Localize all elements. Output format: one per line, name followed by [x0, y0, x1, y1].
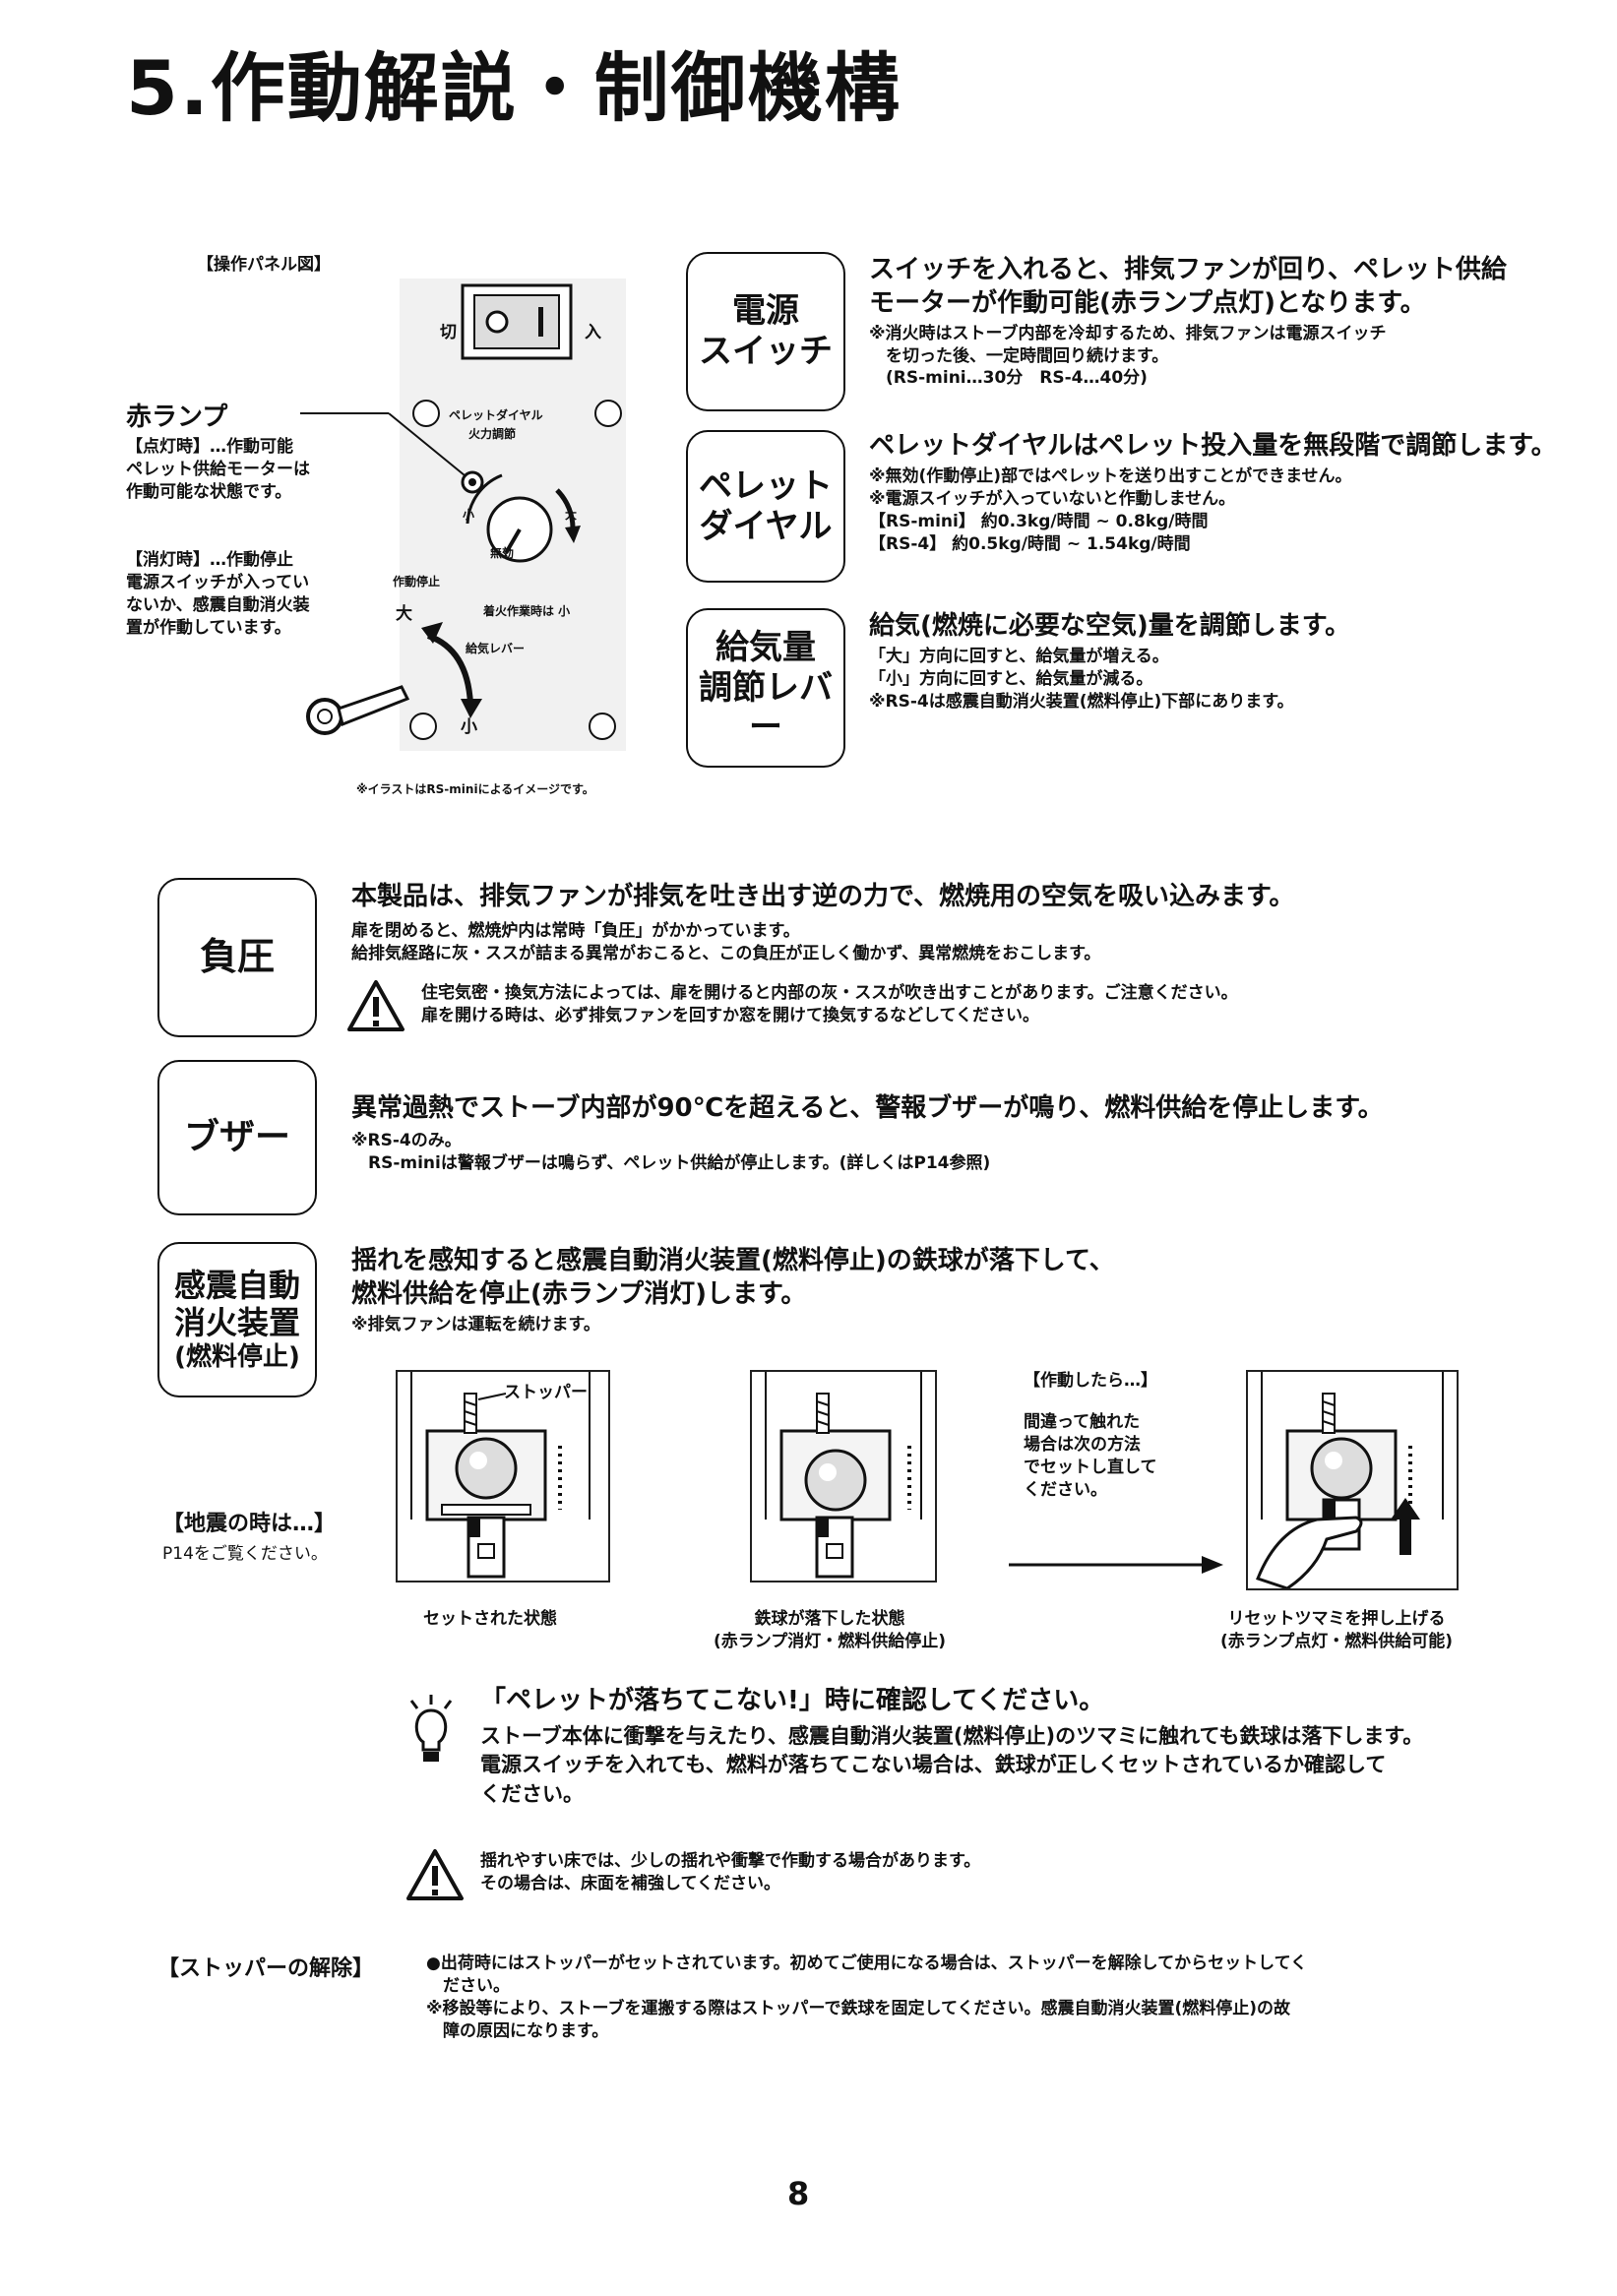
lamp-off-description: 【消灯時】…作動停止 電源スイッチが入ってい ないか、感震自動消火装 置が作動し… [126, 550, 310, 638]
power-switch-label-box: 電源スイッチ [686, 252, 845, 411]
seismic-diagram-set [396, 1370, 610, 1582]
after-heading: 【作動したら…】 [1024, 1371, 1157, 1391]
after-instructions: 間違って触れた 場合は次の方法 でセットし直して ください。 [1024, 1412, 1157, 1500]
lever-small-label: 小 [461, 717, 477, 737]
operation-panel-illustration [300, 283, 622, 740]
pellet-dial-label-box: ペレットダイヤル [686, 430, 845, 583]
caption-fallen: 鉄球が落下した状態 (赤ランプ消灯・燃料供給停止) [714, 1609, 947, 1651]
pellet-dial-description: ペレットダイヤルはペレット投入量を無段階で調節します。 ※無効(作動停止)部では… [869, 431, 1557, 554]
earthquake-reference: P14をご覧ください。 [162, 1544, 328, 1564]
page-number: 8 [787, 2175, 810, 2212]
air-lever-description: 給気(燃焼に必要な空気)量を調節します。 「大」方向に回すと、給気量が増える。 … [869, 611, 1351, 712]
dial-label: ペレットダイヤル [449, 408, 543, 422]
lever-label: 給気レバー [466, 642, 526, 655]
caption-set: セットされた状態 [423, 1609, 557, 1629]
lamp-on-description: 【点灯時】…作動可能 ペレット供給モーターは 作動可能な状態です。 [126, 437, 310, 502]
stopper-label: ストッパー [504, 1383, 588, 1402]
stop-label: 作動停止 [393, 575, 441, 589]
red-lamp-heading: 赤ランプ [126, 403, 228, 432]
buzzer-label-box: ブザー [157, 1060, 317, 1215]
stopper-release-body: ●出荷時にはストッパーがセットされています。初めてご使用になる場合は、ストッパー… [426, 1954, 1308, 2041]
buzzer-notes: ※RS-4のみ。 RS-miniは警報ブザーは鳴らず、ペレット供給が停止します。… [351, 1131, 991, 1173]
switch-off-icon [485, 310, 509, 334]
seismic-label-box: 感震自動 消火装置 (燃料停止) [157, 1242, 317, 1397]
seismic-diagram-reset [1246, 1370, 1459, 1590]
warning-icon [347, 980, 404, 1031]
arrow-right-icon [1009, 1556, 1223, 1574]
dial-invalid-label: 無効 [490, 546, 515, 560]
negative-pressure-warning: 住宅気密・換気方法によっては、扉を開けると内部の灰・ススが吹き出すことがあります… [421, 983, 1238, 1025]
dial-large-label: 大 [565, 508, 578, 522]
power-switch-description: スイッチを入れると、排気ファンが回り、ペレット供給モーターが作動可能(赤ランプ点… [869, 255, 1507, 389]
negative-pressure-lead: 本製品は、排気ファンが排気を吐き出す逆の力で、燃焼用の空気を吸い込みます。 [351, 882, 1295, 911]
page-title: 5.作動解説・制御機構 [126, 44, 902, 132]
panel-heading: 【操作パネル図】 [197, 255, 331, 275]
negative-pressure-description: 扉を閉めると、燃焼炉内は常時「負圧」がかかっています。 給排気経路に灰・ススが詰… [351, 921, 1101, 963]
dial-sublabel: 火力調節 [468, 427, 517, 441]
caption-reset: リセットツマミを押し上げる (赤ランプ点灯・燃料供給可能) [1220, 1609, 1454, 1651]
switch-on-label: 入 [585, 323, 601, 342]
seismic-note: ※排気ファンは運転を続けます。 [351, 1315, 600, 1334]
lightbulb-icon [409, 1695, 453, 1762]
warning-icon [406, 1849, 464, 1900]
seismic-diagram-fallen [750, 1370, 937, 1582]
dial-small-label: 小 [463, 508, 475, 522]
air-lever-label-box: 給気量調節レバー [686, 608, 845, 768]
seismic-lead: 揺れを感知すると感震自動消火装置(燃料停止)の鉄球が落下して、 燃料供給を停止(… [351, 1246, 1115, 1309]
earthquake-heading: 【地震の時は…】 [162, 1512, 337, 1536]
floor-warning: 揺れやすい床では、少しの揺れや衝撃で作動する場合があります。 その場合は、床面を… [480, 1851, 981, 1893]
lever-large-label: 大 [396, 604, 412, 624]
tip-body: ストーブ本体に衝撃を与えたり、感震自動消火装置(燃料停止)のツマミに触れても鉄球… [480, 1724, 1424, 1806]
negative-pressure-label-box: 負圧 [157, 878, 317, 1037]
buzzer-lead: 異常過熱でストーブ内部が90℃を超えると、警報ブザーが鳴り、燃料供給を停止します… [351, 1093, 1384, 1123]
lever-note: 着火作業時は 小 [483, 604, 571, 618]
panel-caption: ※イラストはRS-miniによるイメージです。 [356, 782, 594, 796]
switch-off-label: 切 [440, 323, 457, 342]
stopper-release-heading: 【ストッパーの解除】 [157, 1956, 375, 1981]
tip-heading: 「ペレットが落ちてこない!」時に確認してください。 [480, 1686, 1105, 1715]
